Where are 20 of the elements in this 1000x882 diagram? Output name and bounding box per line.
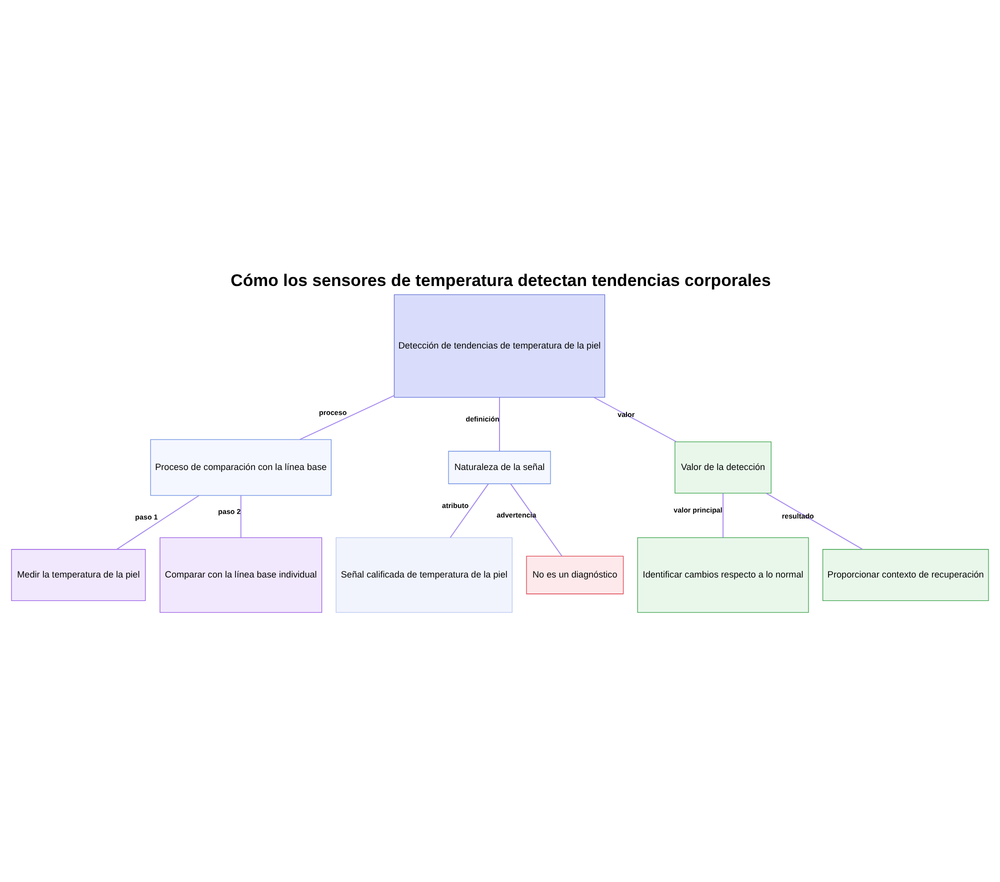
node-box: Comparar con la línea base individual (160, 536, 322, 612)
node-box: Detección de tendencias de temperatura de la piel (394, 294, 606, 398)
connector (240, 494, 242, 538)
connector (722, 492, 724, 538)
connector (594, 396, 677, 442)
connector (116, 494, 200, 550)
node-box: Proporcionar contexto de recuperación (822, 548, 989, 601)
node-box: Medir la temperatura de la piel (11, 548, 146, 601)
diagram-title: Cómo los sensores de temperatura detectan tendencias corporales (230, 270, 771, 290)
node-box: Naturaleza de la señal (448, 450, 551, 484)
connector (499, 396, 500, 452)
node-box: No es un diagnóstico (526, 555, 624, 594)
node-box: Proceso de comparación con la línea base (150, 438, 332, 496)
node-box: Señal calificada de temperatura de la piel (336, 536, 512, 612)
connector (510, 482, 562, 556)
connector (299, 394, 395, 440)
node-box: Valor de la detección (674, 441, 772, 493)
connector (450, 482, 489, 538)
connector (766, 492, 864, 550)
node-box: Identificar cambios respecto a lo normal (637, 536, 809, 612)
